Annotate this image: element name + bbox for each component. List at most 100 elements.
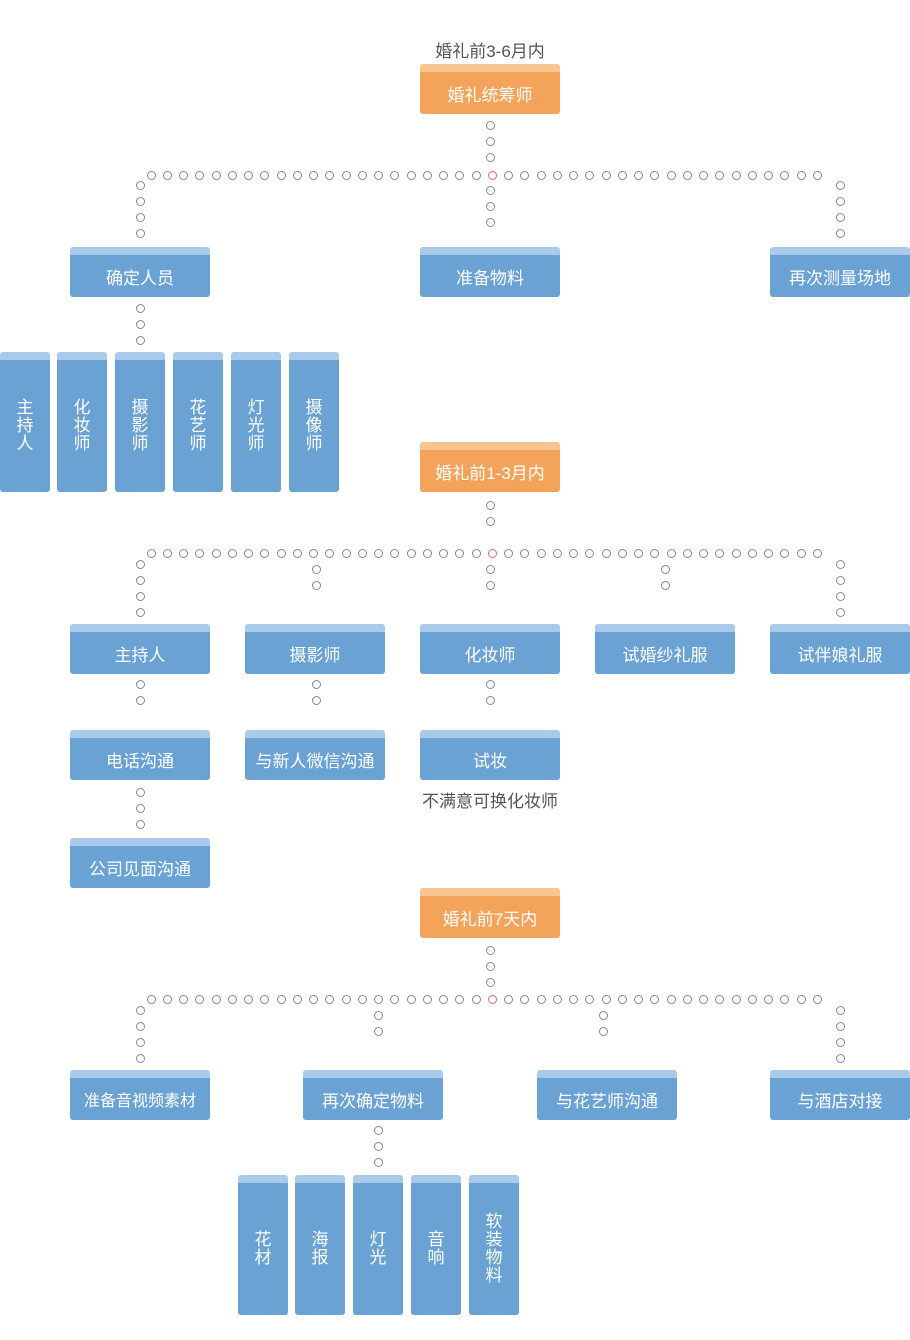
connector-dot [227,170,237,180]
connector-dot [309,994,318,1004]
connector-dot [162,994,172,1004]
connector-dot [260,548,270,558]
connector-junction-dot [487,994,497,1004]
connector-dot [835,1038,845,1048]
connector-dot [780,548,790,558]
connector-dot [146,548,156,558]
connector-dot [485,945,495,955]
connector-dot [357,994,367,1004]
connector-dot [569,170,578,180]
material-posters: 海报 [295,1175,345,1315]
connector-dot [292,548,302,558]
connector-dot [835,1005,845,1015]
connector-dot [485,153,495,163]
connector-dot [835,1021,845,1031]
connector-dot [601,548,611,558]
connector-dot [650,994,660,1004]
connector-dot [504,170,513,180]
connector-dot [520,170,530,180]
connector-dot [485,201,495,211]
connector-dot [796,994,806,1004]
connector-dot [764,548,773,558]
connector-dot [309,548,318,558]
connector-dot [135,180,145,190]
connector-dot [617,994,627,1004]
connector-dot [422,994,432,1004]
connector-dot [835,559,845,569]
connector-junction-dot [487,548,497,558]
connector-dot [504,994,513,1004]
connector-dot [276,170,286,180]
connector-dot [764,170,773,180]
material-soft-decor: 软装物料 [469,1175,519,1315]
connector-dot [135,820,145,830]
connector-dot [374,548,383,558]
connector-dot [552,170,562,180]
connector-dot [747,548,757,558]
connector-dot [601,994,611,1004]
connector-dot [195,170,205,180]
makeup-note: 不满意可换化妆师 [422,792,558,811]
staff-lighting: 灯光师 [231,352,281,492]
staff-videographer: 摄像师 [289,352,339,492]
connector-dot [835,575,845,585]
connector-dot [146,170,156,180]
connector-dot [311,695,321,705]
connector-dot [634,170,643,180]
connector-dot [455,170,465,180]
connector-dot [835,229,845,239]
connector-dot [135,695,145,705]
phase1-time-label: 婚礼前3-6月内 [435,42,545,61]
connector-dot [292,994,302,1004]
connector-dot [244,548,253,558]
connector-dot [135,336,145,346]
connector-dot [135,229,145,239]
connector-dot [135,608,145,618]
connector-dot [325,994,335,1004]
connector-dot [617,548,627,558]
connector-dot [455,994,465,1004]
connector-dot [731,994,741,1004]
staff-florist: 花艺师 [173,352,223,492]
branch-remeasure-venue: 再次测量场地 [770,247,910,297]
connector-dot [422,548,432,558]
connector-dot [325,170,335,180]
connector-dot [598,1026,608,1036]
connector-dot [471,170,481,180]
connector-dot [227,994,237,1004]
phase2-branch-photographer: 摄影师 [245,624,385,674]
makeup-step-trial: 试妆 [420,730,560,780]
connector-dot [731,170,741,180]
connector-dot [135,803,145,813]
connector-dot [699,994,708,1004]
connector-dot [585,170,595,180]
connector-dot [455,548,465,558]
connector-dot [835,180,845,190]
coordinator-box: 婚礼统筹师 [420,64,560,114]
connector-dot [485,136,495,146]
connector-dot [699,170,708,180]
connector-dot [146,994,156,1004]
connector-dot [485,120,495,130]
connector-dot [660,564,670,574]
connector-dot [699,548,708,558]
connector-dot [471,548,481,558]
connector-dot [536,548,546,558]
connector-dot [135,575,145,585]
connector-dot [747,170,757,180]
connector-dot [406,170,416,180]
connector-dot [373,1141,383,1151]
connector-dot [796,170,806,180]
connector-dot [422,170,432,180]
connector-dot [552,548,562,558]
connector-dot [471,994,481,1004]
connector-dot [485,978,495,988]
connector-dot [585,994,595,1004]
connector-dot [520,994,530,1004]
connector-dot [244,994,253,1004]
connector-dot [569,548,578,558]
material-audio: 音响 [411,1175,461,1315]
connector-dot [796,548,806,558]
connector-dot [373,1125,383,1135]
connector-dot [835,1054,845,1064]
